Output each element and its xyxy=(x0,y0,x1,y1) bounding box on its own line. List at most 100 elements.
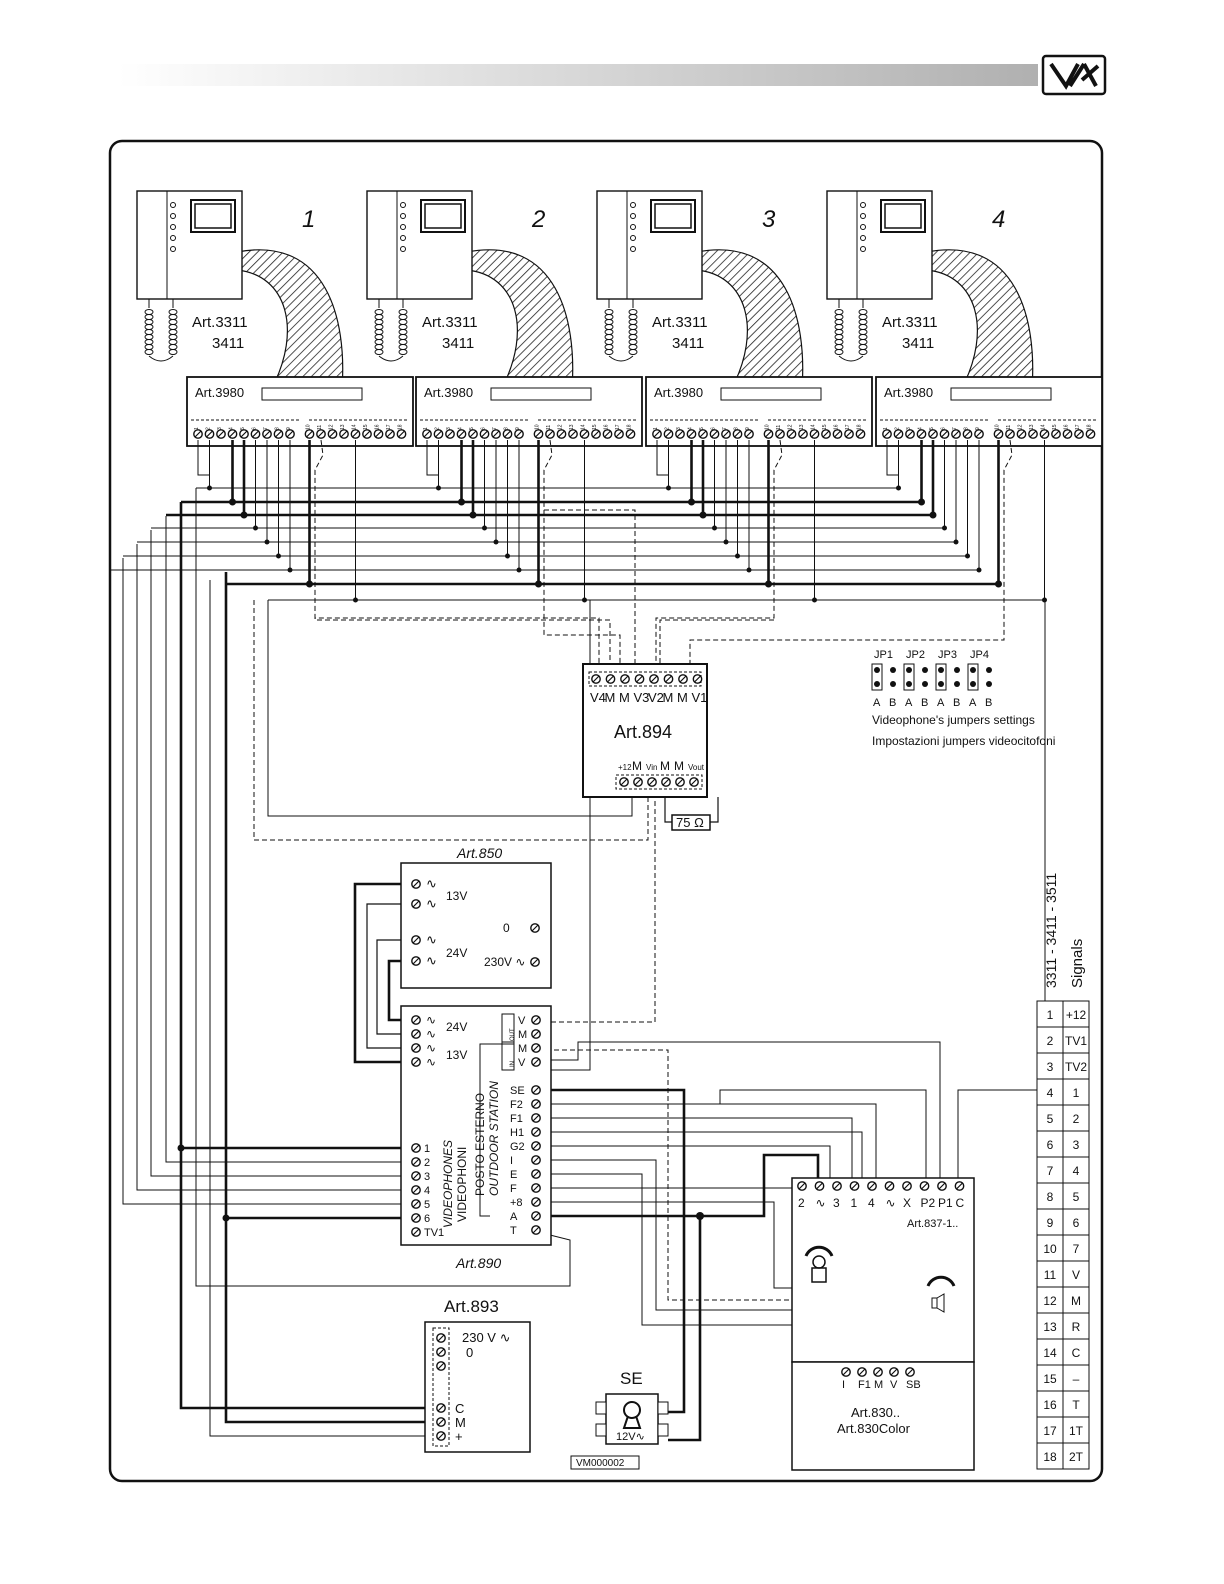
station-out-label: V xyxy=(518,1015,526,1027)
transformer-230v: 230V ∿ xyxy=(484,955,525,969)
signals-number: 3 xyxy=(1047,1060,1054,1074)
signals-cell-value xyxy=(1062,1338,1090,1366)
terminal-number: 8 xyxy=(734,427,740,430)
wire xyxy=(314,470,611,672)
interface-terminal xyxy=(939,429,950,439)
interface-terminal xyxy=(1074,429,1084,439)
coil xyxy=(628,349,638,355)
terminal-number: 17 xyxy=(386,424,392,430)
signals-cell-number xyxy=(1036,1286,1064,1314)
distributor-input-terminal xyxy=(591,674,601,684)
terminal-number: 13 xyxy=(799,424,805,430)
wire-junction xyxy=(938,681,944,687)
signals-cell-value xyxy=(1062,1078,1090,1106)
power-zero: 0 xyxy=(466,1345,473,1360)
coil xyxy=(374,314,384,320)
interface-terminal xyxy=(614,429,624,439)
ac-symbol: ∿ xyxy=(426,1027,436,1041)
monitor-button xyxy=(170,246,176,252)
interface-label: Art.3980 xyxy=(884,385,933,400)
wire-junction xyxy=(436,485,441,491)
power-230v: 230 V ∿ xyxy=(462,1330,510,1345)
wire xyxy=(656,440,669,476)
terminal-number: 8 xyxy=(504,427,510,430)
signals-row: 1+12 xyxy=(1036,1000,1090,1028)
interface-terminal xyxy=(396,429,407,439)
coil xyxy=(144,319,154,325)
signals-subtitle: Signals xyxy=(1069,939,1086,988)
station-vertical-en2: VIDEOPHONI xyxy=(455,1147,469,1222)
wire-junction xyxy=(253,525,258,531)
interface-terminal xyxy=(316,429,326,439)
resistor-75: 75 Ω xyxy=(664,797,719,831)
jumper-group-label: JP3 xyxy=(938,649,957,661)
coil xyxy=(374,339,384,345)
panel-terminal-label: SB xyxy=(906,1379,921,1391)
ac-symbol: ∿ xyxy=(426,1041,436,1055)
power-m: M xyxy=(455,1415,466,1430)
interface-terminal xyxy=(1051,429,1061,439)
ac-symbol: ∿ xyxy=(426,1055,436,1069)
terminal-number: 1 xyxy=(423,427,429,430)
station-right-terminal xyxy=(531,1141,541,1151)
coil xyxy=(604,329,614,335)
transformer-terminal xyxy=(411,899,421,909)
terminal-number: 8 xyxy=(275,427,281,430)
connector-slot xyxy=(261,387,363,401)
interface-terminal xyxy=(239,429,249,439)
terminal-number: 9 xyxy=(745,427,751,430)
coil xyxy=(858,339,868,345)
wire xyxy=(538,1214,702,1442)
coil xyxy=(144,329,154,335)
transformer-terminal xyxy=(411,956,421,966)
monitor-button xyxy=(400,202,406,208)
station-in-terminal xyxy=(531,1043,541,1053)
transformer-label: Art.850 xyxy=(456,845,502,861)
signals-cell-value xyxy=(1062,1364,1090,1392)
signals-cell-number xyxy=(1036,1234,1064,1262)
interface-terminal xyxy=(905,429,915,439)
coil xyxy=(168,339,178,345)
distributor-input-terminal xyxy=(678,674,688,684)
wire xyxy=(538,1145,831,1180)
camera-icon xyxy=(804,1245,834,1283)
wire-junction xyxy=(965,553,970,559)
signals-title: 3311 - 3411 - 3511 xyxy=(1043,873,1059,988)
interface-terminal xyxy=(533,429,544,439)
coil xyxy=(628,339,638,345)
wire-junction xyxy=(970,681,976,687)
wire xyxy=(544,509,636,672)
wire xyxy=(659,619,774,672)
station-left-label: 2 xyxy=(424,1157,430,1169)
terminal-number: 12 xyxy=(329,424,335,430)
camera-terminal-label: 2 xyxy=(798,1196,805,1210)
signals-value: TV1 xyxy=(1065,1034,1087,1048)
terminal-number: 18 xyxy=(627,424,633,430)
station-left-label: TV1 xyxy=(424,1227,444,1239)
interface-terminal xyxy=(602,429,613,439)
wire-junction xyxy=(699,511,707,519)
transformer-terminal xyxy=(530,923,540,933)
station-left-label: 5 xyxy=(424,1199,430,1211)
wire-junction xyxy=(493,539,499,545)
monitor-button xyxy=(630,224,636,230)
coil xyxy=(858,344,868,350)
station-right-label: T xyxy=(510,1225,517,1237)
station-left-terminal xyxy=(411,1199,421,1209)
signals-cell-value xyxy=(1062,1182,1090,1210)
interface-terminal xyxy=(721,429,731,439)
terminal-number: 15 xyxy=(822,424,828,430)
signals-cell-value xyxy=(1062,1390,1090,1418)
interface-terminal xyxy=(763,429,774,439)
distributor-input-label: V2 xyxy=(648,690,664,705)
terminal-number: 1 xyxy=(653,427,659,430)
terminal-number: 2 xyxy=(435,427,441,430)
station-left-terminal xyxy=(411,1185,421,1195)
interface-terminal xyxy=(362,429,372,439)
